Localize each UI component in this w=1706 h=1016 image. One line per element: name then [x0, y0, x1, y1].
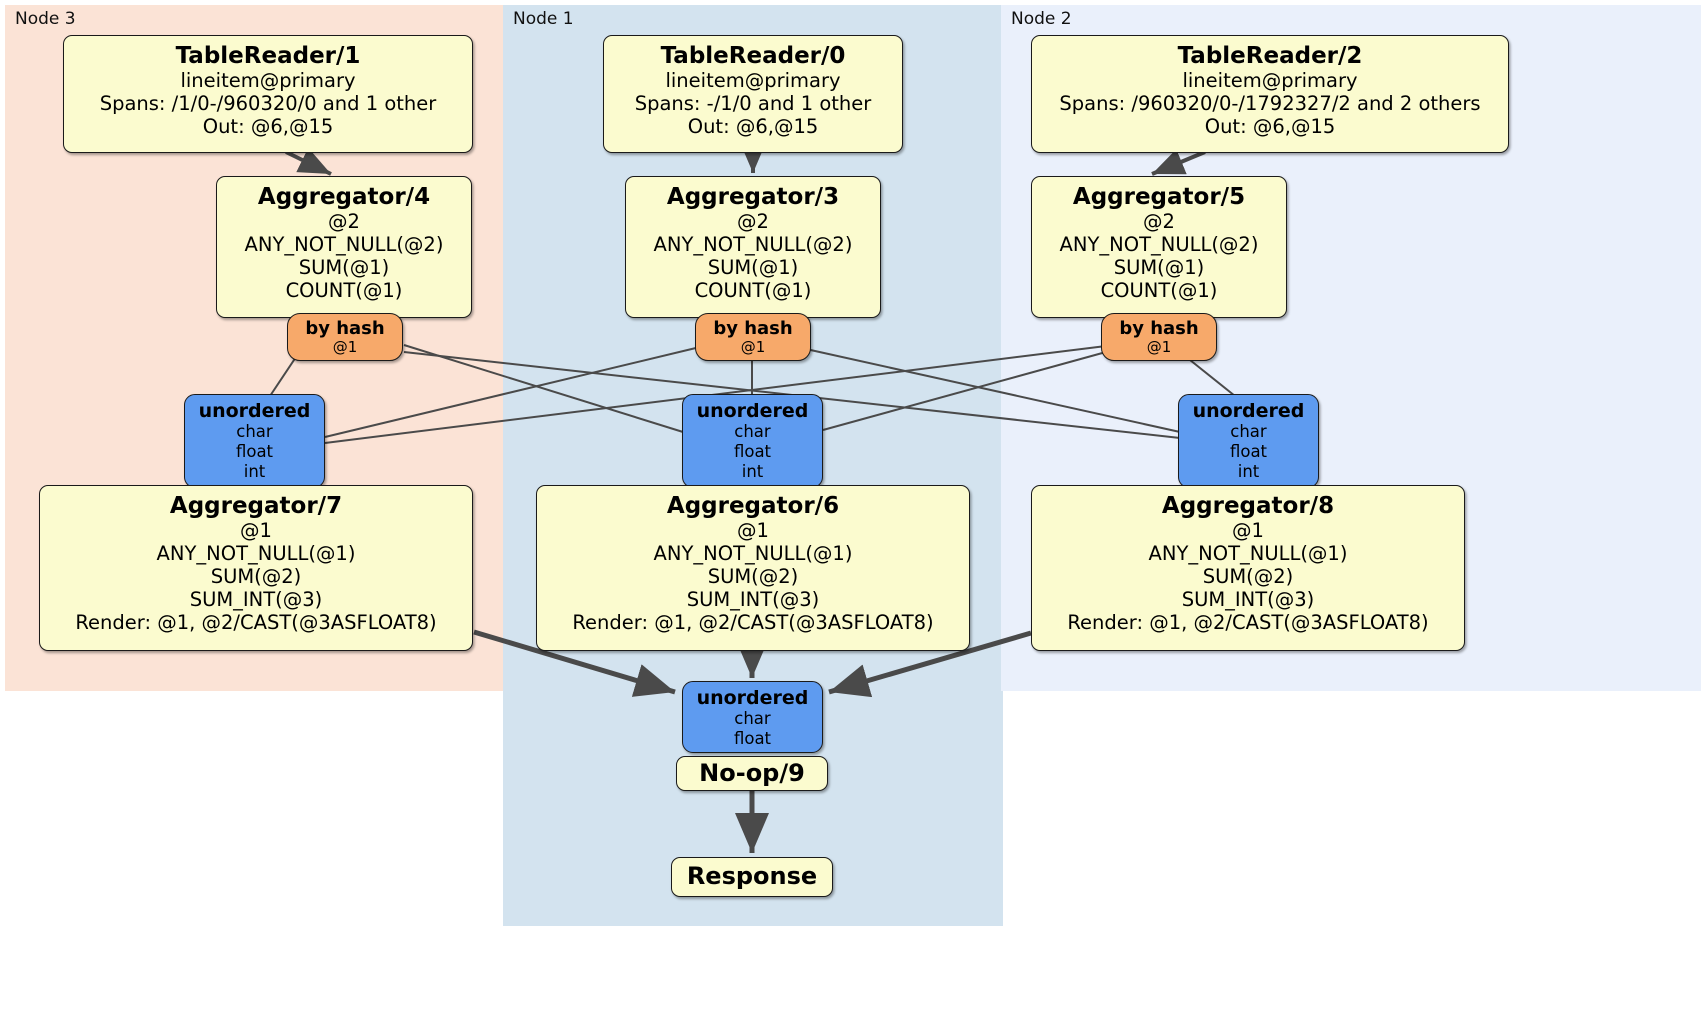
sync-unordered-right-line-1: float [1229, 442, 1268, 462]
aggregator-4-line-1: ANY_NOT_NULL(@2) [244, 232, 444, 256]
aggregator-7-line-4: Render: @1, @2/CAST(@3ASFLOAT8) [75, 610, 437, 634]
sync-unordered-final-line-0: char [734, 709, 771, 729]
node-tablereader-2[interactable]: TableReader/2 lineitem@primary Spans: /9… [1031, 35, 1509, 153]
aggregator-5-line-3: COUNT(@1) [1100, 278, 1218, 302]
router-by-hash-right-title: by hash [1119, 318, 1199, 339]
node-aggregator-8[interactable]: Aggregator/8 @1 ANY_NOT_NULL(@1) SUM(@2)… [1031, 485, 1465, 651]
aggregator-6-line-2: SUM(@2) [707, 564, 799, 588]
sync-unordered-right-line-0: char [1230, 422, 1267, 442]
aggregator-6-line-0: @1 [737, 518, 769, 542]
tablereader-1-title: TableReader/1 [175, 43, 361, 69]
aggregator-5-line-1: ANY_NOT_NULL(@2) [1059, 232, 1259, 256]
router-by-hash-mid-title: by hash [713, 318, 793, 339]
sync-unordered-right-title: unordered [1192, 400, 1305, 422]
node-aggregator-4[interactable]: Aggregator/4 @2 ANY_NOT_NULL(@2) SUM(@1)… [216, 176, 472, 318]
node-tablereader-1[interactable]: TableReader/1 lineitem@primary Spans: /1… [63, 35, 473, 153]
aggregator-7-line-2: SUM(@2) [210, 564, 302, 588]
sync-unordered-mid-line-2: int [741, 461, 764, 481]
sync-unordered-final-title: unordered [696, 687, 809, 709]
panel-node-1-label: Node 1 [513, 9, 574, 29]
sync-unordered-mid[interactable]: unordered char float int [682, 394, 823, 488]
tablereader-2-line-2: Out: @6,@15 [1204, 114, 1336, 138]
panel-node-2-label: Node 2 [1011, 9, 1072, 29]
node-tablereader-0[interactable]: TableReader/0 lineitem@primary Spans: -/… [603, 35, 903, 153]
aggregator-6-line-4: Render: @1, @2/CAST(@3ASFLOAT8) [572, 610, 934, 634]
tablereader-2-line-0: lineitem@primary [1182, 68, 1358, 92]
sync-unordered-final-line-1: float [733, 729, 772, 749]
router-by-hash-right[interactable]: by hash @1 [1101, 313, 1217, 361]
panel-node-3-label: Node 3 [15, 9, 76, 29]
aggregator-5-line-2: SUM(@1) [1113, 255, 1205, 279]
aggregator-7-title: Aggregator/7 [169, 493, 343, 519]
router-by-hash-left-title: by hash [305, 318, 385, 339]
aggregator-7-line-1: ANY_NOT_NULL(@1) [156, 541, 356, 565]
aggregator-8-line-0: @1 [1232, 518, 1264, 542]
router-by-hash-mid[interactable]: by hash @1 [695, 313, 811, 361]
tablereader-1-line-0: lineitem@primary [180, 68, 356, 92]
router-by-hash-left-line-0: @1 [332, 337, 358, 356]
aggregator-4-line-2: SUM(@1) [298, 255, 390, 279]
aggregator-7-line-0: @1 [240, 518, 272, 542]
aggregator-8-line-2: SUM(@2) [1202, 564, 1294, 588]
response-title: Response [686, 862, 818, 891]
aggregator-3-title: Aggregator/3 [666, 184, 840, 210]
aggregator-3-line-3: COUNT(@1) [694, 278, 812, 302]
sync-unordered-final[interactable]: unordered char float [682, 681, 823, 753]
node-aggregator-5[interactable]: Aggregator/5 @2 ANY_NOT_NULL(@2) SUM(@1)… [1031, 176, 1287, 318]
router-by-hash-mid-line-0: @1 [740, 337, 766, 356]
tablereader-2-title: TableReader/2 [1177, 43, 1363, 69]
sync-unordered-right-line-2: int [1237, 461, 1260, 481]
aggregator-3-line-2: SUM(@1) [707, 255, 799, 279]
tablereader-1-line-2: Out: @6,@15 [202, 114, 334, 138]
sync-unordered-mid-title: unordered [696, 400, 809, 422]
aggregator-5-line-0: @2 [1143, 209, 1175, 233]
tablereader-2-line-1: Spans: /960320/0-/1792327/2 and 2 others [1059, 91, 1481, 115]
sync-unordered-left-title: unordered [198, 400, 311, 422]
node-aggregator-6[interactable]: Aggregator/6 @1 ANY_NOT_NULL(@1) SUM(@2)… [536, 485, 970, 651]
aggregator-8-line-4: Render: @1, @2/CAST(@3ASFLOAT8) [1067, 610, 1429, 634]
sync-unordered-mid-line-0: char [734, 422, 771, 442]
tablereader-0-title: TableReader/0 [660, 43, 846, 69]
node-response[interactable]: Response [671, 857, 833, 897]
tablereader-1-line-1: Spans: /1/0-/960320/0 and 1 other [99, 91, 437, 115]
aggregator-6-line-1: ANY_NOT_NULL(@1) [653, 541, 853, 565]
aggregator-4-title: Aggregator/4 [257, 184, 431, 210]
no-op-9-title: No-op/9 [699, 758, 805, 787]
sync-unordered-mid-line-1: float [733, 442, 772, 462]
aggregator-8-line-3: SUM_INT(@3) [1181, 587, 1315, 611]
aggregator-4-line-0: @2 [328, 209, 360, 233]
aggregator-3-line-0: @2 [737, 209, 769, 233]
node-no-op-9[interactable]: No-op/9 [676, 756, 828, 791]
aggregator-3-line-1: ANY_NOT_NULL(@2) [653, 232, 853, 256]
sync-unordered-left-line-1: float [235, 442, 274, 462]
node-aggregator-7[interactable]: Aggregator/7 @1 ANY_NOT_NULL(@1) SUM(@2)… [39, 485, 473, 651]
sync-unordered-right[interactable]: unordered char float int [1178, 394, 1319, 488]
aggregator-8-title: Aggregator/8 [1161, 493, 1335, 519]
sync-unordered-left-line-0: char [236, 422, 273, 442]
tablereader-0-line-0: lineitem@primary [665, 68, 841, 92]
router-by-hash-left[interactable]: by hash @1 [287, 313, 403, 361]
aggregator-8-line-1: ANY_NOT_NULL(@1) [1148, 541, 1348, 565]
router-by-hash-right-line-0: @1 [1146, 337, 1172, 356]
tablereader-0-line-2: Out: @6,@15 [687, 114, 819, 138]
tablereader-0-line-1: Spans: -/1/0 and 1 other [634, 91, 872, 115]
sync-unordered-left-line-2: int [243, 461, 266, 481]
aggregator-7-line-3: SUM_INT(@3) [189, 587, 323, 611]
aggregator-6-title: Aggregator/6 [666, 493, 840, 519]
aggregator-6-line-3: SUM_INT(@3) [686, 587, 820, 611]
node-aggregator-3[interactable]: Aggregator/3 @2 ANY_NOT_NULL(@2) SUM(@1)… [625, 176, 881, 318]
sync-unordered-left[interactable]: unordered char float int [184, 394, 325, 488]
aggregator-5-title: Aggregator/5 [1072, 184, 1246, 210]
aggregator-4-line-3: COUNT(@1) [285, 278, 403, 302]
